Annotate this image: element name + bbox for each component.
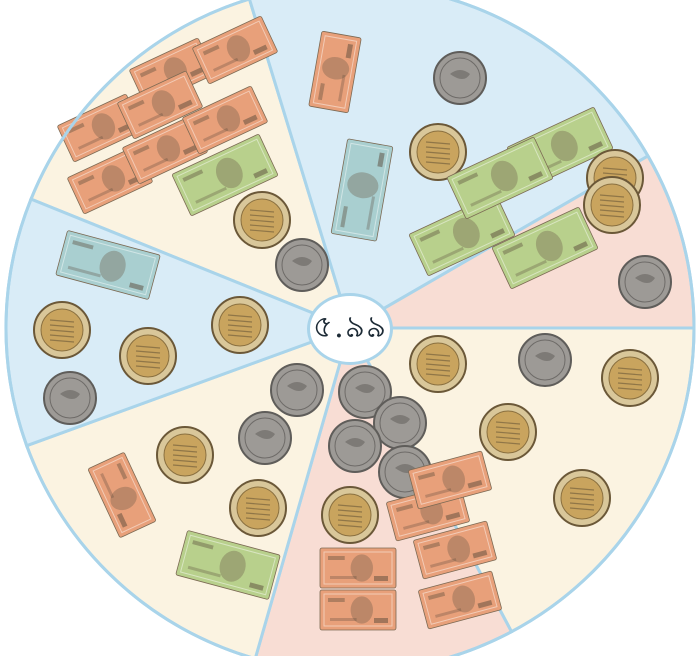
silver-coin-icon — [239, 412, 291, 464]
bimetal-coin-icon — [120, 328, 176, 384]
silver-coin-icon — [271, 364, 323, 416]
bimetal-coin-icon — [322, 487, 378, 543]
bimetal-coin-icon — [34, 302, 90, 358]
center-badge: ৫.৯৯ — [307, 293, 393, 365]
bimetal-coin-icon — [157, 427, 213, 483]
bimetal-coin-icon — [230, 480, 286, 536]
silver-coin-icon — [519, 334, 571, 386]
rupee-note-10-icon — [320, 548, 396, 588]
rupee-note-10-icon — [320, 590, 396, 630]
bimetal-coin-icon — [234, 192, 290, 248]
silver-coin-icon — [329, 420, 381, 472]
bimetal-coin-icon — [602, 350, 658, 406]
bimetal-coin-icon — [480, 404, 536, 460]
center-amount-label: ৫.৯৯ — [313, 303, 387, 355]
silver-coin-icon — [619, 256, 671, 308]
bimetal-coin-icon — [410, 124, 466, 180]
silver-coin-icon — [434, 52, 486, 104]
bimetal-coin-icon — [554, 470, 610, 526]
silver-coin-icon — [44, 372, 96, 424]
silver-coin-icon — [276, 239, 328, 291]
silver-coin-icon — [374, 397, 426, 449]
bimetal-coin-icon — [212, 297, 268, 353]
bimetal-coin-icon — [584, 177, 640, 233]
bimetal-coin-icon — [410, 336, 466, 392]
